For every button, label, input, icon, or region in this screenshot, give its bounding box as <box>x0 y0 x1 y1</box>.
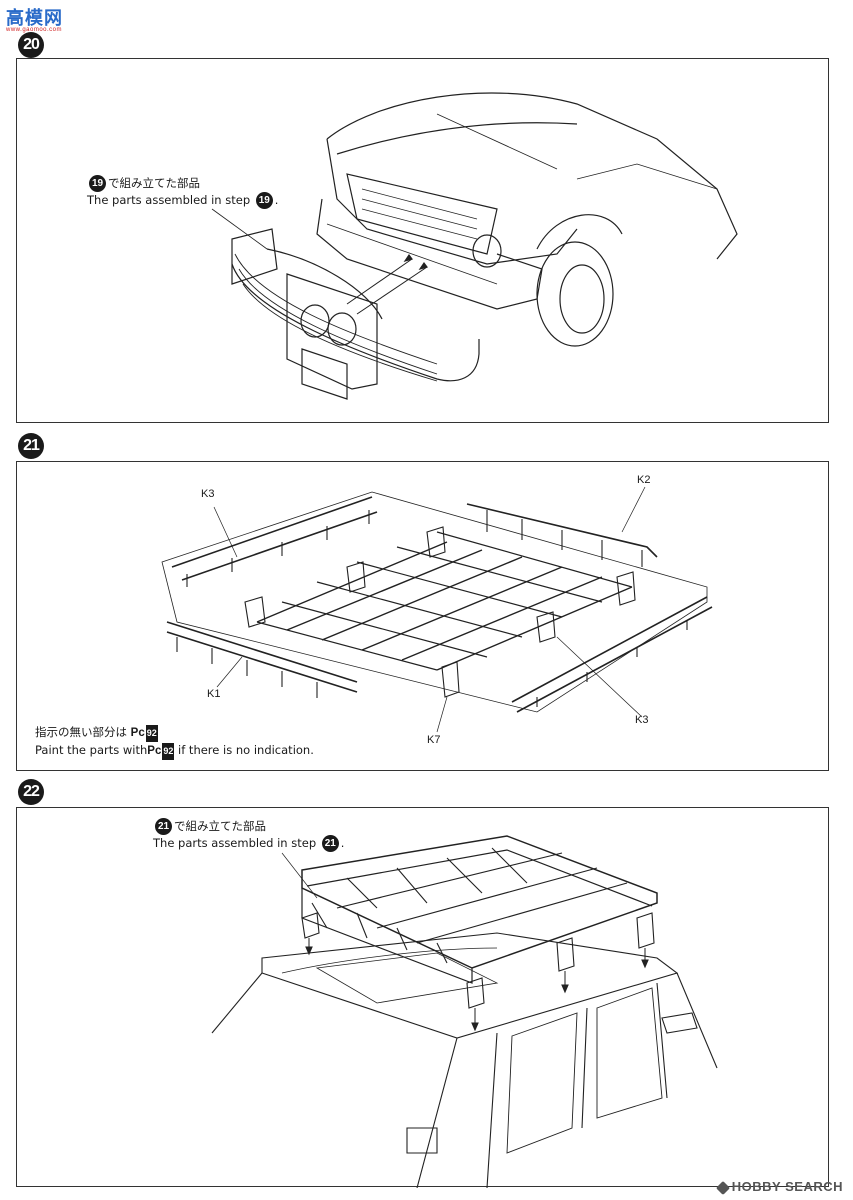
site-logo: 高模网 www.gaomoo.com <box>6 4 63 33</box>
step-22-caption-en: The parts assembled in step 21. <box>153 835 345 852</box>
logo-url: www.gaomoo.com <box>6 27 63 33</box>
step-21-illustration <box>161 486 713 733</box>
label-k2: K2 <box>637 474 651 486</box>
step-21-ref-badge: 21 <box>155 818 172 835</box>
step-22-badge: 22 <box>18 779 44 805</box>
caption-en-text-22: The parts assembled in step <box>153 836 317 850</box>
paint-code-number-en: 92 <box>162 743 175 760</box>
label-k3-right: K3 <box>635 714 649 726</box>
paint-code-prefix: Pc <box>130 727 145 739</box>
logo-brand: 高模网 <box>6 8 63 28</box>
step-20-badge: 20 <box>18 32 44 58</box>
label-k1: K1 <box>207 688 221 700</box>
step-19-ref-badge-en: 19 <box>255 192 273 209</box>
watermark-text: HOBBY SEARCH <box>731 1179 843 1194</box>
step-19-ref-badge: 19 <box>89 175 106 192</box>
caption-en-text: The parts assembled in step <box>87 193 251 207</box>
step-21-badge: 21 <box>18 433 44 459</box>
caption-jp-text: で組み立てた部品 <box>108 176 200 190</box>
step-22-illustration <box>211 835 718 1188</box>
paint-note-en-suffix: if there is no indication. <box>178 743 314 757</box>
caption-jp-text-22: で組み立てた部品 <box>174 819 266 833</box>
paint-note-jp-text: 指示の無い部分は <box>35 725 127 739</box>
paint-code-number: 92 <box>145 725 158 742</box>
label-k7: K7 <box>427 734 441 746</box>
paint-code-prefix-en: Pc <box>147 745 162 757</box>
watermark-icon <box>715 1180 730 1195</box>
watermark: HOBBY SEARCH <box>715 1179 843 1195</box>
step-21-ref-badge-en: 21 <box>321 835 339 852</box>
label-k3-left: K3 <box>201 488 215 500</box>
step-20-caption-en: The parts assembled in step 19. <box>87 192 279 209</box>
paint-note-en-prefix: Paint the parts with <box>35 743 148 757</box>
step-20-illustration <box>211 92 738 400</box>
